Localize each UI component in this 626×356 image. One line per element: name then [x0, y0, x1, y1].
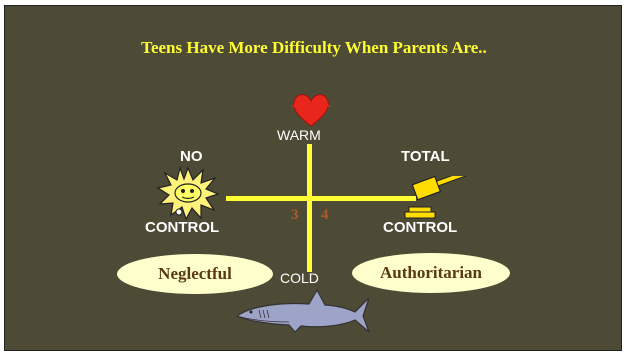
- total-label: TOTAL: [401, 148, 450, 165]
- quadrant-4-label: 4: [321, 207, 329, 224]
- no-control-label: CONTROL: [145, 219, 219, 236]
- horizontal-axis: [226, 196, 416, 201]
- explosion-icon: [157, 166, 219, 220]
- no-label: NO: [180, 148, 203, 165]
- heart-icon: [291, 92, 331, 128]
- quadrant-3-label: 3: [291, 207, 299, 224]
- slide: Teens Have More Difficulty When Parents …: [4, 5, 622, 351]
- warm-label: WARM: [277, 127, 321, 143]
- authoritarian-oval: Authoritarian: [352, 253, 510, 293]
- shark-icon: [231, 288, 371, 334]
- gavel-icon: [403, 176, 475, 220]
- slide-title: Teens Have More Difficulty When Parents …: [5, 38, 623, 58]
- cold-label: COLD: [280, 270, 319, 286]
- total-control-label: CONTROL: [383, 219, 457, 236]
- vertical-axis: [307, 144, 312, 272]
